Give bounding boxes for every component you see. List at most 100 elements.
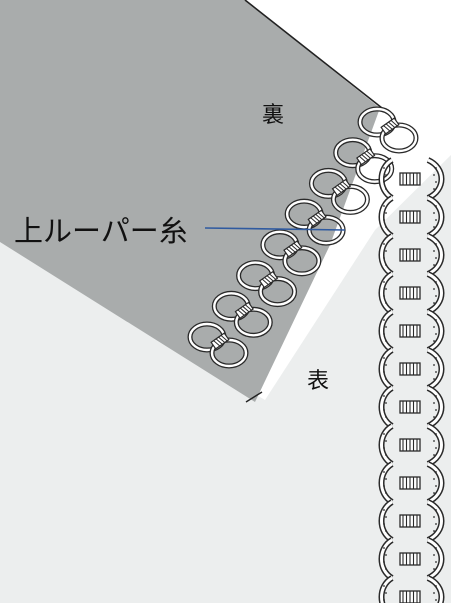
front-side-label: 表 xyxy=(307,369,329,394)
left-loop-inner xyxy=(380,576,393,603)
thread-dot xyxy=(385,188,387,190)
knot-bar xyxy=(334,186,342,193)
thread-dot xyxy=(383,357,385,359)
left-loop-inner xyxy=(380,272,393,314)
thread-dot xyxy=(383,281,385,283)
thread-dot xyxy=(435,181,437,183)
knot-bar xyxy=(363,152,371,159)
knot-bar xyxy=(269,273,277,280)
thread-dot xyxy=(383,433,385,435)
thread-dot xyxy=(385,212,387,214)
thread-dot xyxy=(433,478,435,480)
knot-bar xyxy=(242,306,250,313)
thread-dot xyxy=(385,302,387,304)
thread-dot xyxy=(433,492,435,494)
left-loop-inner xyxy=(380,310,393,352)
thread-dot xyxy=(433,416,435,418)
left-loop-inner xyxy=(380,462,393,504)
thread-dot xyxy=(435,547,437,549)
thread-dot xyxy=(385,568,387,570)
column-knot xyxy=(399,210,421,224)
knot-bar xyxy=(288,246,296,253)
left-loop-inner xyxy=(380,196,393,238)
thread-dot xyxy=(435,243,437,245)
right-loop-inner xyxy=(427,158,443,200)
left-loop-inner xyxy=(380,348,393,390)
thread-dot xyxy=(385,530,387,532)
thread-dot xyxy=(383,395,385,397)
thread-dot xyxy=(435,357,437,359)
knot-bar xyxy=(366,150,374,157)
thread-dot xyxy=(385,554,387,556)
thread-dot xyxy=(383,485,385,487)
thread-dot xyxy=(385,174,387,176)
thread-dot xyxy=(383,447,385,449)
knot-bar xyxy=(388,121,396,128)
left-loop-inner xyxy=(380,500,393,542)
thread-dot xyxy=(385,440,387,442)
knot-bar xyxy=(264,277,272,284)
thread-dot xyxy=(385,454,387,456)
right-loop-inner xyxy=(427,196,443,238)
thread-dot xyxy=(385,402,387,404)
chain-knot xyxy=(210,332,230,350)
chain-knot xyxy=(380,117,400,135)
column-knot xyxy=(399,362,421,376)
thread-dot xyxy=(383,243,385,245)
knot-bar xyxy=(218,336,226,343)
right-loop-inner xyxy=(427,234,443,276)
fabric-top-edge xyxy=(244,0,383,109)
diagonal-stitch-chain xyxy=(187,106,419,369)
thread-dot xyxy=(433,568,435,570)
thread-dot xyxy=(433,516,435,518)
knot-bar xyxy=(291,244,298,251)
knot-bar xyxy=(361,154,369,161)
chain-knot xyxy=(258,270,279,289)
thread-dot xyxy=(433,378,435,380)
left-loop-inner xyxy=(380,158,393,200)
thread-dot xyxy=(383,599,385,601)
knot-body xyxy=(380,117,400,135)
knot-bar xyxy=(261,278,269,285)
column-knot xyxy=(399,248,421,262)
thread-dot xyxy=(383,509,385,511)
knot-bar xyxy=(337,184,345,192)
callout-leader-line xyxy=(204,227,346,231)
knot-body xyxy=(307,209,327,227)
chain-knot xyxy=(331,178,352,197)
knot-body xyxy=(210,332,230,350)
column-knot xyxy=(399,438,421,452)
right-loop-inner xyxy=(427,386,443,428)
column-knot xyxy=(399,172,421,186)
knot-bar xyxy=(342,181,349,188)
thread-dot xyxy=(435,371,437,373)
thread-dot xyxy=(385,264,387,266)
knot-bar xyxy=(312,215,320,222)
right-loop-inner xyxy=(427,348,443,390)
knot-bar xyxy=(390,120,398,127)
thread-dot xyxy=(435,523,437,525)
thread-dot xyxy=(385,516,387,518)
thread-dot xyxy=(433,250,435,252)
right-loop-inner xyxy=(427,272,443,314)
thread-dot xyxy=(383,319,385,321)
thread-dot xyxy=(433,288,435,290)
thread-dot xyxy=(435,599,437,601)
column-knot xyxy=(399,286,421,300)
thread-dot xyxy=(383,167,385,169)
right-loop-inner xyxy=(427,462,443,504)
thread-dot xyxy=(385,592,387,594)
thread-dot xyxy=(435,395,437,397)
knot-body xyxy=(234,301,254,319)
thread-dot xyxy=(385,288,387,290)
knot-body xyxy=(283,240,303,258)
knot-body xyxy=(331,178,352,197)
thread-dot xyxy=(433,326,435,328)
knot-bar xyxy=(237,309,245,316)
thread-dot xyxy=(383,333,385,335)
thread-dot xyxy=(383,295,385,297)
thread-dot xyxy=(385,416,387,418)
chain-knot xyxy=(234,301,254,319)
thread-dot xyxy=(433,364,435,366)
thread-dot xyxy=(383,523,385,525)
